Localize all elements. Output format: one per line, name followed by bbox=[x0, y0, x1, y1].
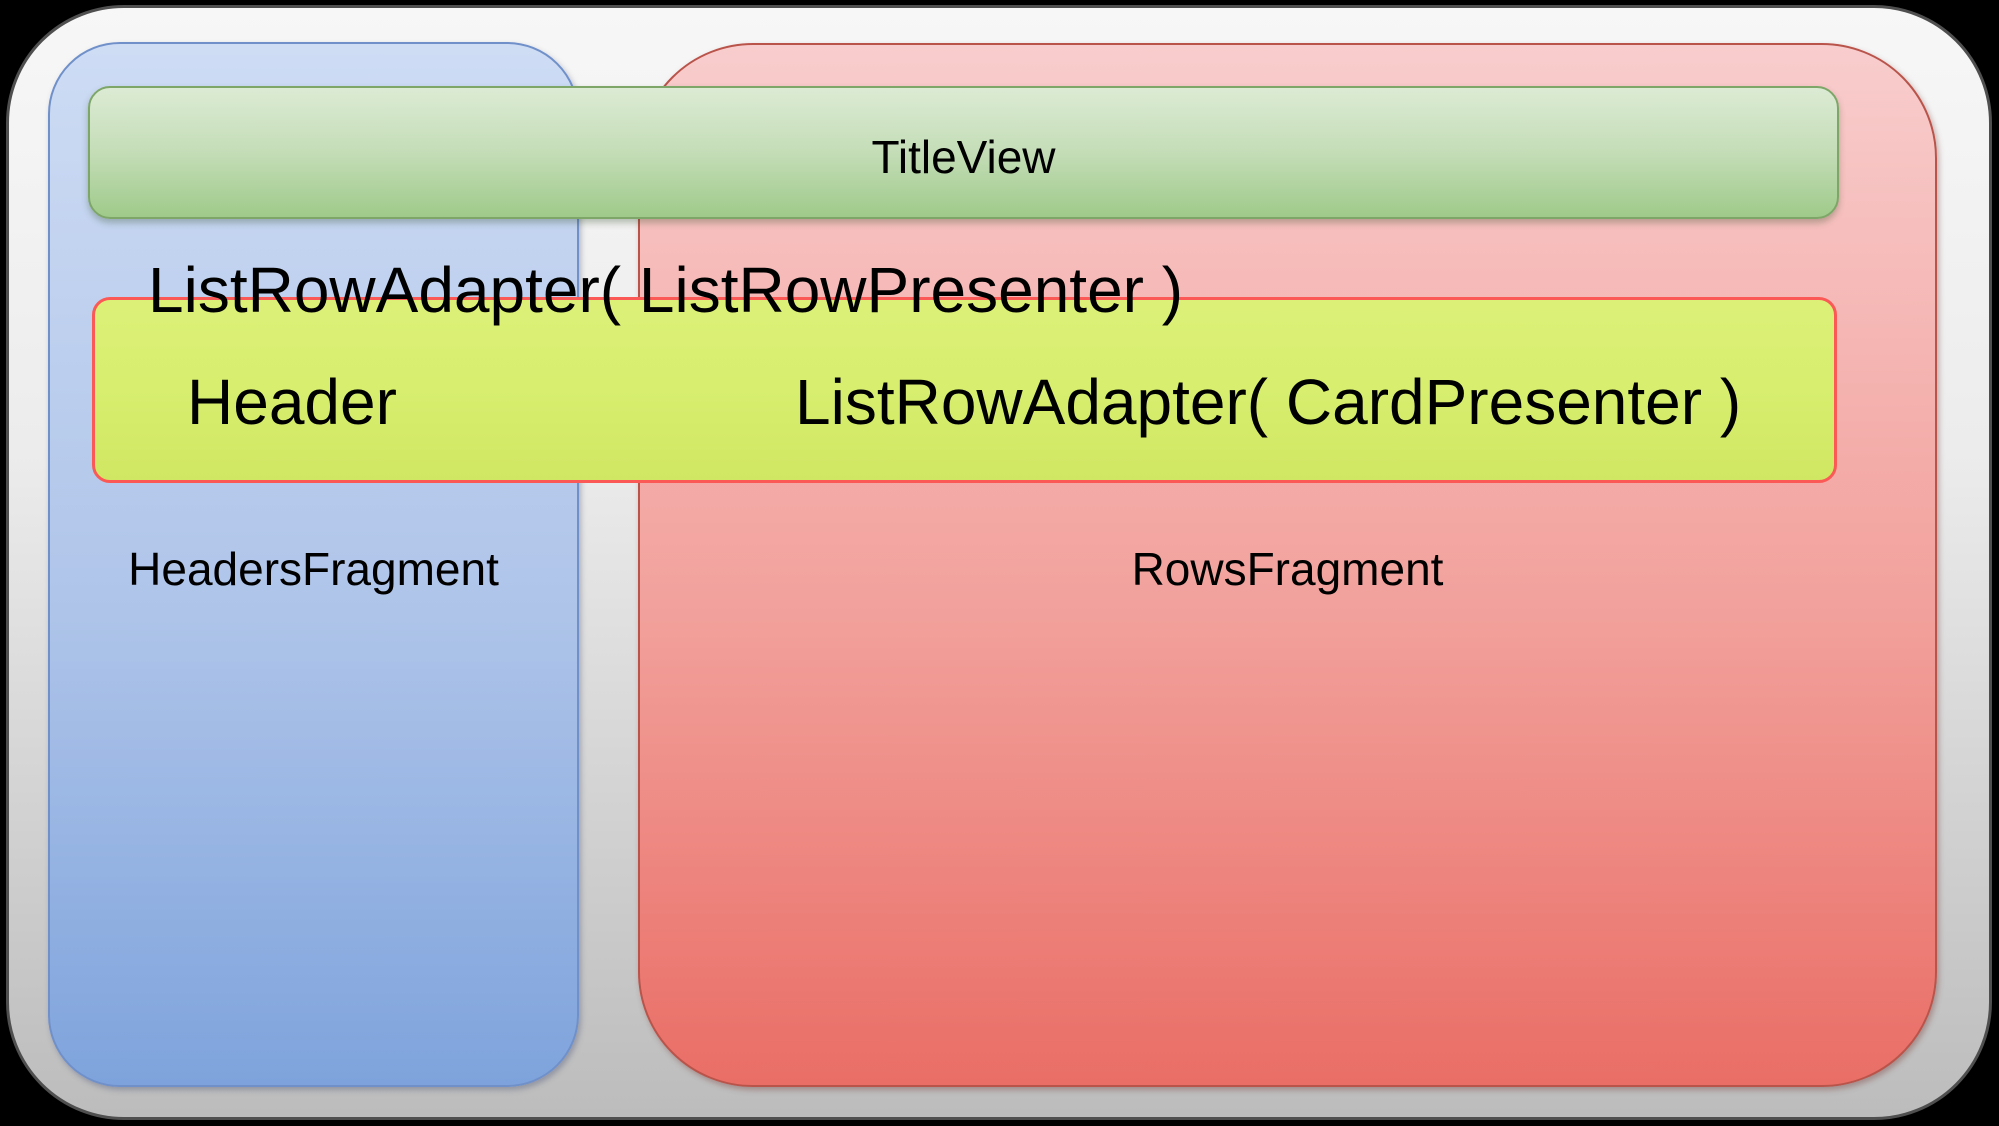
headers-fragment-label: HeadersFragment bbox=[128, 543, 499, 595]
rows-fragment-label: RowsFragment bbox=[1131, 543, 1444, 595]
title-view-bar: TitleView bbox=[88, 86, 1839, 219]
list-row-presenter-adapter-label: ListRowAdapter( ListRowPresenter ) bbox=[148, 254, 1184, 326]
header-cell-label: Header bbox=[187, 366, 397, 438]
title-view-label: TitleView bbox=[871, 130, 1056, 183]
card-presenter-adapter-label: ListRowAdapter( CardPresenter ) bbox=[795, 366, 1742, 438]
selected-row-box: Header ListRowAdapter( CardPresenter ) bbox=[92, 297, 1837, 483]
